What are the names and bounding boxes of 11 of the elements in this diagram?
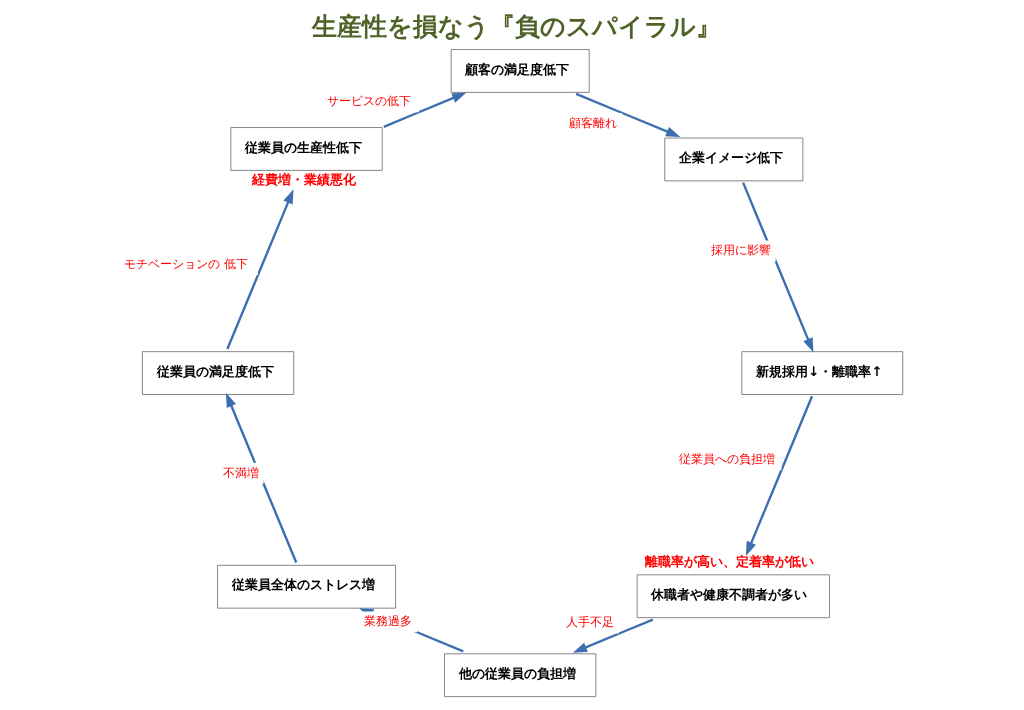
edge-label: 業務過多: [363, 614, 412, 629]
node-label: 経費増・業績悪化: [251, 171, 356, 187]
edge-label: 顧客離れ: [568, 115, 617, 130]
edge-label: サービスの低下: [327, 93, 412, 108]
edge-label: 人手不足: [565, 615, 614, 630]
edge-label: 採用に影響: [710, 243, 771, 258]
node-label: 離職率が高い、定着率が低い: [644, 554, 814, 570]
edge-label: モチベーションの 低下: [124, 257, 249, 272]
edge-label: 不満増: [223, 465, 260, 480]
edge-label: 従業員への負担増: [678, 451, 775, 466]
diagram-title: 生産性を損なう『負のスパイラル』: [311, 11, 721, 41]
